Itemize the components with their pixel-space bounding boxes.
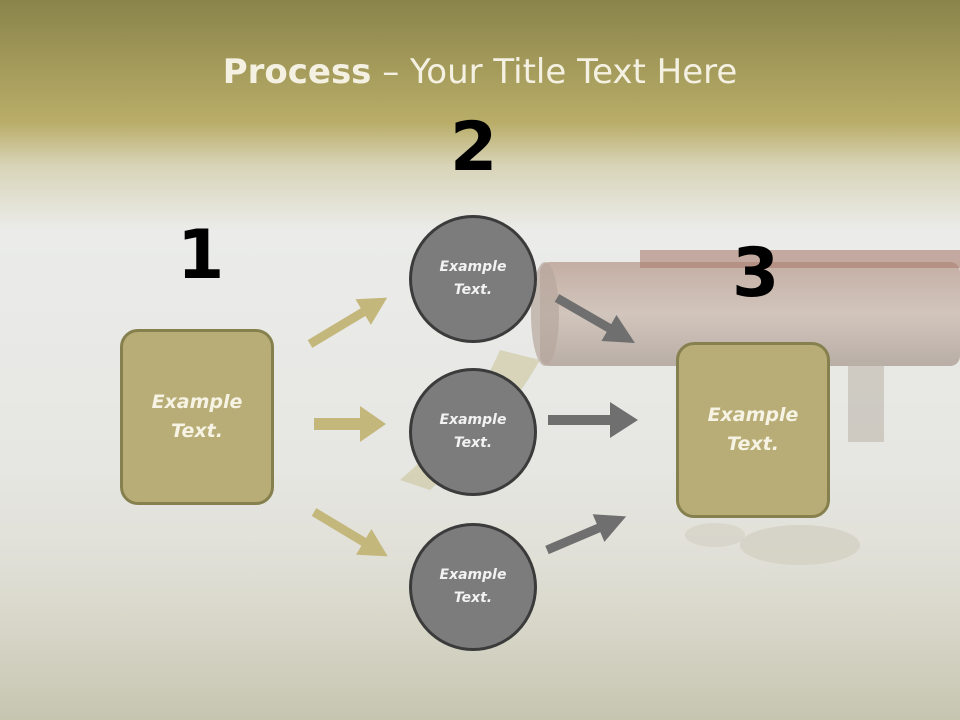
right-arrow-icon	[548, 402, 638, 438]
step-2-text-bottom: Example Text.	[439, 567, 507, 606]
slide-title: Process – Your Title Text Here	[0, 52, 960, 92]
right-arrow-icon	[545, 514, 627, 555]
right-arrow-icon	[311, 508, 388, 557]
step-2-circle-bottom: Example Text.	[409, 523, 537, 651]
title-bold: Process	[222, 52, 372, 92]
step-number-1: 1	[177, 216, 225, 295]
right-arrow-icon	[307, 297, 388, 348]
step-2-text-middle: Example Text.	[439, 412, 507, 451]
title-rest: – Your Title Text Here	[371, 52, 738, 92]
right-arrow-icon	[314, 406, 386, 442]
right-arrow-icon	[554, 294, 635, 343]
step-1-box: Example Text.	[120, 329, 274, 505]
step-2-text-top: Example Text.	[439, 259, 507, 298]
step-number-2: 2	[450, 108, 498, 187]
step-number-3: 3	[732, 234, 780, 313]
step-3-box: Example Text.	[676, 342, 830, 518]
step-3-text: Example Text.	[707, 404, 799, 455]
step-2-circle-top: Example Text.	[409, 215, 537, 343]
step-2-circle-middle: Example Text.	[409, 368, 537, 496]
step-1-text: Example Text.	[151, 391, 243, 442]
